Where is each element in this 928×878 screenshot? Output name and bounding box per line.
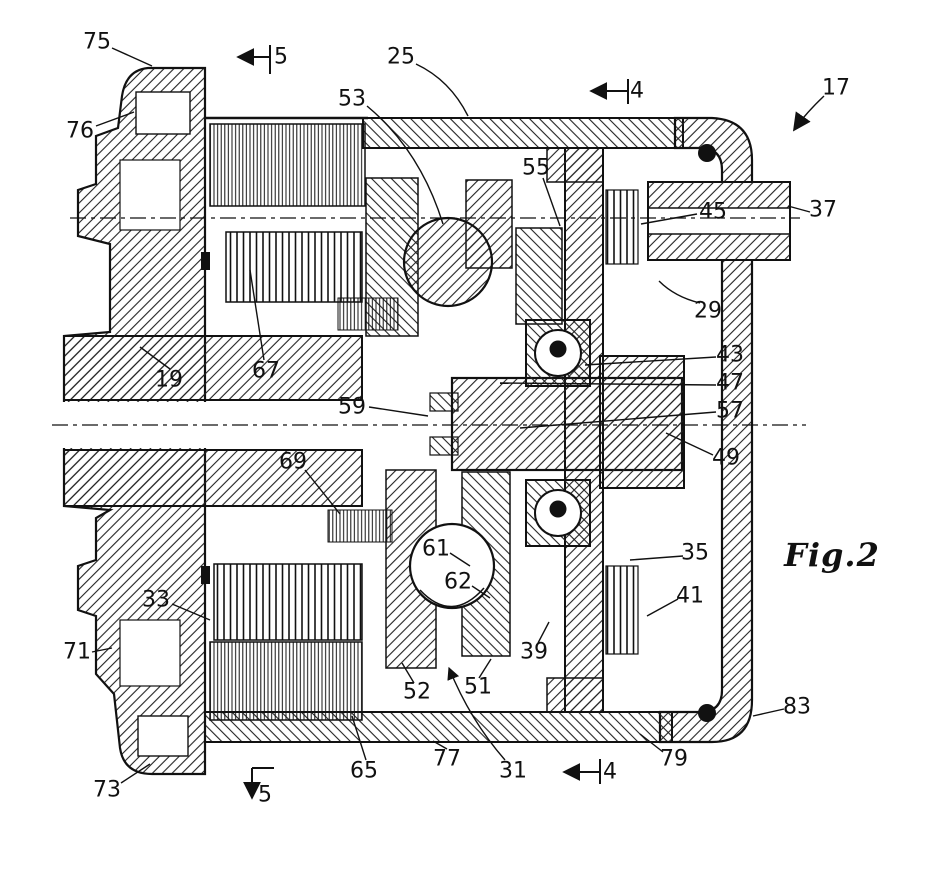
bearing-upper <box>525 319 591 387</box>
bolt-lower <box>698 704 716 722</box>
bearing-lower <box>525 479 591 547</box>
partition-flange-top <box>546 147 604 183</box>
stator-stack-lower <box>209 641 363 721</box>
lower-cam <box>408 522 496 610</box>
input-hub-upper <box>63 335 363 401</box>
end-bell-pocket-top <box>135 91 191 135</box>
spring-stack-41 <box>605 565 639 655</box>
output-shaft-step <box>599 355 685 489</box>
leader-lines <box>91 47 825 784</box>
spring-69-lower <box>327 509 393 543</box>
partition-flange-bottom <box>546 677 604 713</box>
end-bell-pocket-bottom <box>137 715 189 757</box>
end-bell-pocket-mid-upper <box>119 159 181 231</box>
rotor-stack-upper <box>225 231 363 303</box>
section-marker-lines <box>236 45 629 800</box>
bolt-upper <box>698 144 716 162</box>
rotor-stack-lower <box>213 563 363 641</box>
output-boss <box>647 181 791 261</box>
top-wall <box>362 117 684 149</box>
stack-tick-upper <box>201 252 210 270</box>
spring-stack-45 <box>605 189 639 265</box>
input-hub-lower <box>63 449 363 507</box>
bracket-55 <box>515 227 563 325</box>
spring-69-upper <box>337 297 399 331</box>
stack-tick-lower <box>201 566 210 584</box>
lower-cam-detail <box>419 587 485 608</box>
ball-ramp-ball <box>402 216 494 308</box>
stator-stack-upper <box>209 123 366 207</box>
end-bell-pocket-mid-lower <box>119 619 181 687</box>
